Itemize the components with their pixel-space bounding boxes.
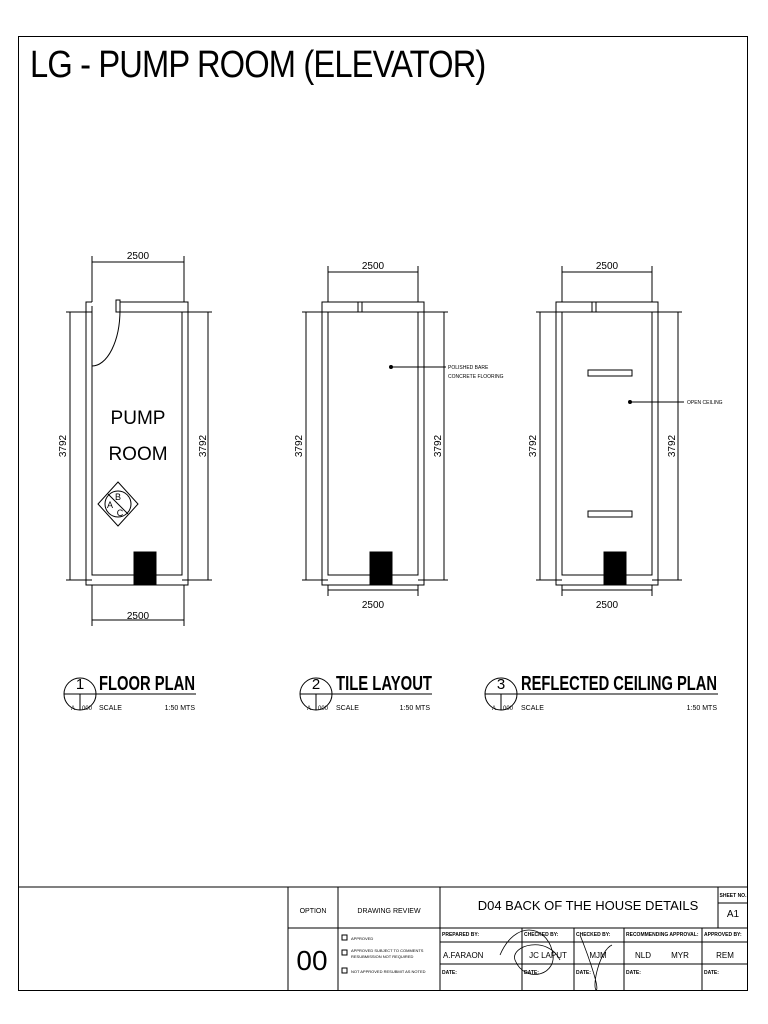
recommending-label: RECOMMENDING APPROVAL: [626,932,699,938]
reflected-ceiling-plan-drawing [536,266,684,596]
date-label: DATE: [576,970,591,976]
dim-text-top: 2500 [127,251,150,262]
fire-extinguisher-icon [97,481,139,527]
scale-label: SCALE [336,705,359,712]
door-jamb [115,299,121,313]
review-option: NOT APPROVED RESUBMIT AS NOTED [351,969,426,974]
date-label: DATE: [442,970,457,976]
dim-text-top: 2500 [362,261,385,272]
note-text: POLISHED BARE [448,365,489,371]
sheet-no-label: SHEET NO. [720,893,748,899]
review-option: APPROVED [351,936,373,941]
room-label-line2: ROOM [108,444,167,465]
pump-equipment-block [133,551,157,586]
sheet-title: LG - PUMP ROOM (ELEVATOR) [30,44,486,86]
prepared-by-value: A.FARAON [443,951,484,960]
checked-by-value: JC LAPUT [529,951,567,960]
dim-text-right: 3792 [667,434,678,457]
scale-label: SCALE [99,705,122,712]
scale-label: SCALE [521,705,544,712]
plan-number: 2 [312,676,320,693]
drawing-ref: 000 [82,706,93,712]
option-label: OPTION [300,908,327,915]
sheet-ref: A [307,706,311,712]
sheet-no-value: A1 [727,909,740,920]
fire-class-letter: B [115,492,121,502]
review-option: APPROVED SUBJECT TO COMMENTS [351,948,424,953]
drawing-review-label: DRAWING REVIEW [357,908,421,915]
door-swing-arc [91,309,121,367]
date-label: DATE: [524,970,539,976]
light-fixture-icon [587,510,633,518]
dim-text-left: 3792 [528,434,539,457]
dim-text-right: 3792 [433,434,444,457]
dim-text-right: 3792 [198,434,209,457]
approved-by-label: APPROVED BY: [704,932,742,938]
prepared-by-label: PREPARED BY: [442,932,479,938]
checked-by-label: CHECKED BY: [576,932,611,938]
dim-text-bottom: 2500 [127,611,150,622]
date-label: DATE: [626,970,641,976]
fire-class-letter: C [117,508,124,518]
floor-plan-drawing [66,256,212,626]
plan-name: REFLECTED CEILING PLAN [521,673,717,695]
dim-text-left: 3792 [294,434,305,457]
drawing-title: D04 BACK OF THE HOUSE DETAILS [478,898,699,913]
recommending-value: NLD [635,951,651,960]
note-text: OPEN CEILING [687,400,723,406]
drawing-ref: 000 [318,706,329,712]
tile-layout-drawing [302,266,448,596]
scale-value: 1:50 MTS [165,705,196,712]
plan-title-badges [63,677,718,711]
plan-number: 1 [76,676,84,693]
dim-text-bottom: 2500 [596,600,619,611]
sheet-ref: A [492,706,496,712]
drawing-ref: 000 [503,706,514,712]
title-block-grid [18,886,748,991]
checked-by-label: CHECKED BY: [524,932,559,938]
approved-by-value: REM [716,951,734,960]
plan-number: 3 [497,676,505,693]
dim-text-bottom: 2500 [362,600,385,611]
fire-class-letter: A [107,500,113,510]
option-value: 00 [296,945,327,976]
dim-text-left: 3792 [58,434,69,457]
plan-name: FLOOR PLAN [99,673,195,695]
recommending-value: MYR [671,951,689,960]
drawing-sheet-border [18,36,748,991]
light-fixture-icon [587,369,633,377]
room-label-line1: PUMP [111,408,166,429]
review-option: RESUBMISSION NOT REQUIRED [351,954,413,959]
plan-name: TILE LAYOUT [336,673,432,695]
note-text: CONCRETE FLOORING [448,374,504,380]
signature-scribble [499,929,613,991]
dim-text-top: 2500 [596,261,619,272]
sheet-ref: A [71,706,75,712]
date-label: DATE: [704,970,719,976]
checked-by-value: MJM [589,951,607,960]
scale-value: 1:50 MTS [400,705,431,712]
scale-value: 1:50 MTS [687,705,718,712]
